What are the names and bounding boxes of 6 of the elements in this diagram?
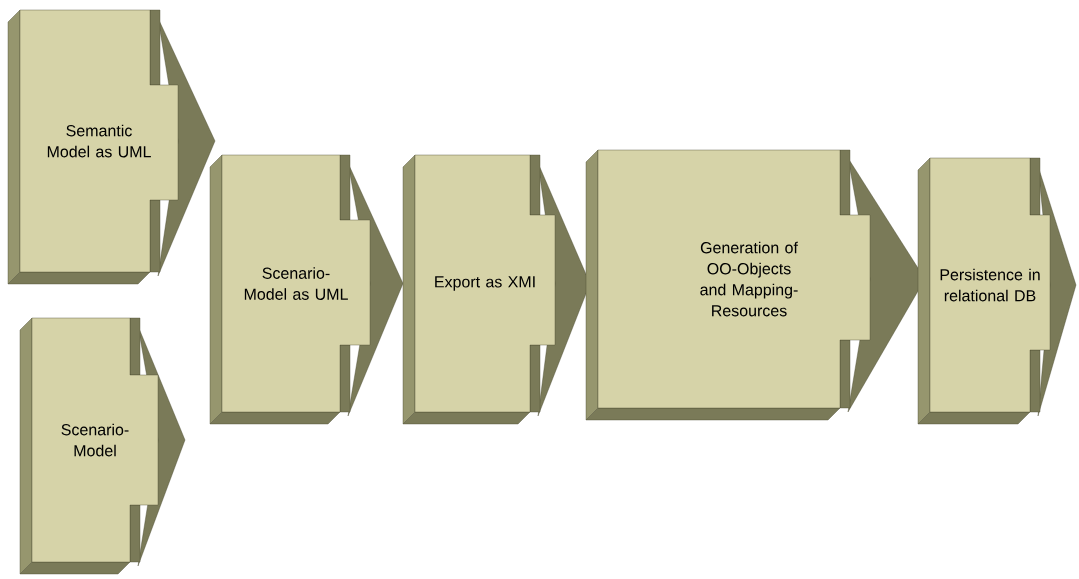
arrow-block: Export as XMI [402,154,591,425]
arrow-block: Generation of OO-Objects and Mapping-Resources [585,149,926,421]
arrow-block: Scenario-Model as UML [209,154,404,425]
arrow-block: Scenario-Model [19,317,186,575]
arrow-block: Persistence in relational DB [917,157,1077,425]
arrow-block: Semantic Model as UML [7,9,216,285]
